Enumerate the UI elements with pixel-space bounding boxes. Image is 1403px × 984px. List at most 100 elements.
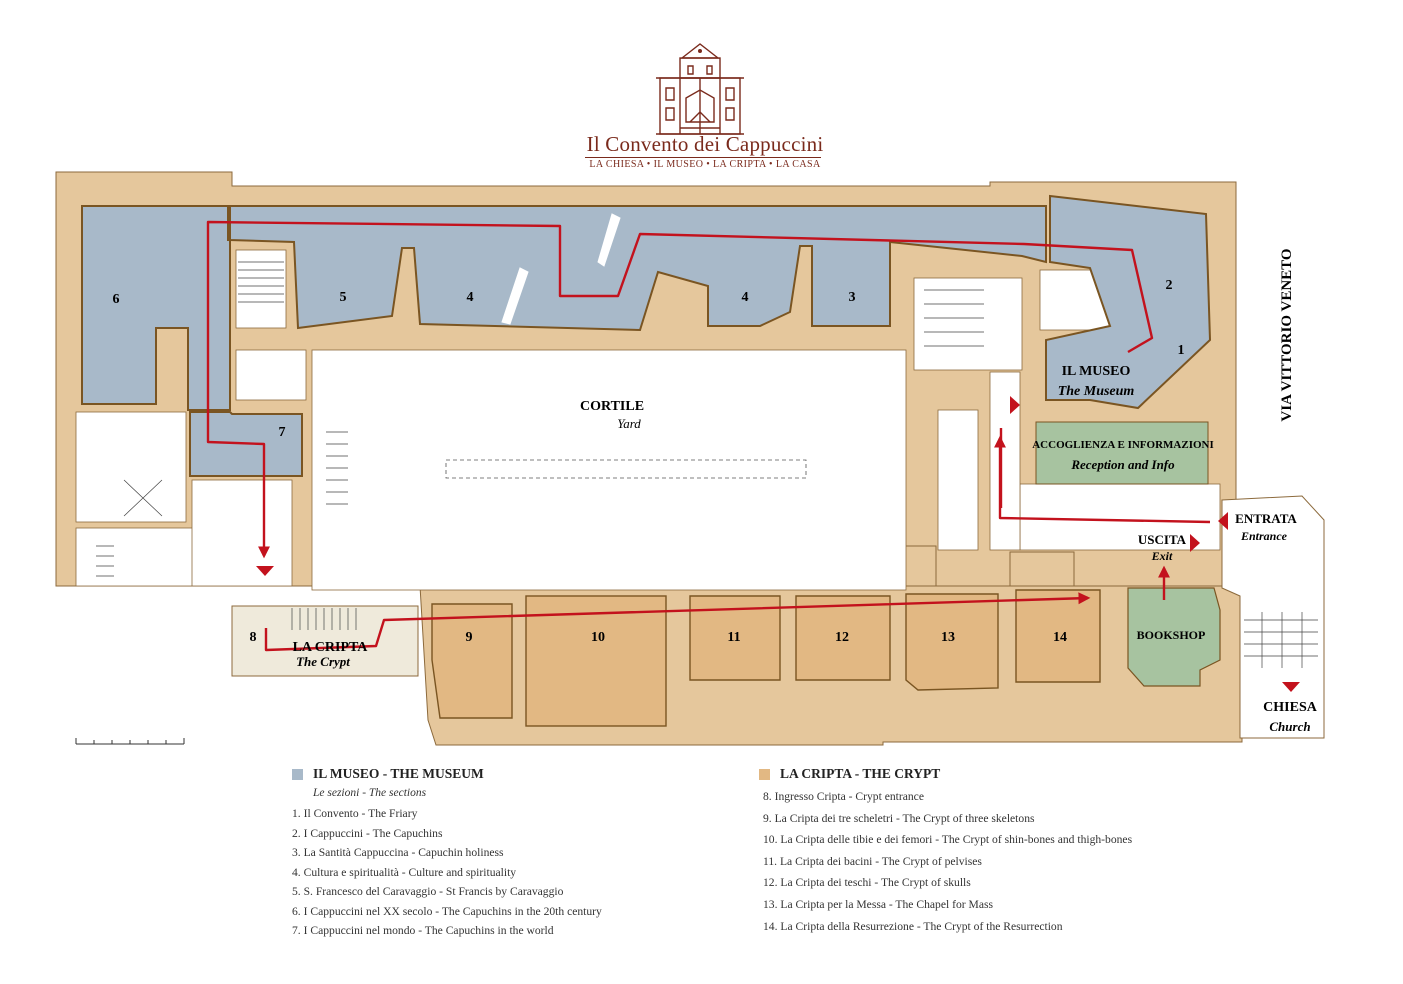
- crypt-room-13: [905, 593, 999, 691]
- legend-item: 11. La Cripta dei bacini - The Crypt of …: [763, 854, 982, 868]
- room-label-1: 1: [1178, 343, 1185, 358]
- room-west-c: [191, 479, 293, 587]
- room-label-4b: 4: [742, 290, 749, 305]
- room-east-b: [937, 409, 979, 551]
- museum-corridor-north: [229, 205, 1047, 332]
- scale-bar: [75, 738, 185, 745]
- marker-museum: [1010, 396, 1020, 414]
- room-north-small: [235, 349, 307, 401]
- room-label-10: 10: [591, 630, 605, 645]
- brand-name: Il Convento dei Cappuccini: [586, 132, 824, 156]
- route-crypt: [264, 592, 1091, 652]
- museo-label: IL MUSEO: [1062, 364, 1131, 379]
- legend-item: 6. I Cappuccini nel XX secolo - The Capu…: [292, 904, 602, 918]
- bookshop-label: BOOKSHOP: [1137, 628, 1206, 642]
- marker-down-crypt: [256, 566, 274, 576]
- route-entrance: [994, 435, 1211, 524]
- crypt-rooms: [431, 589, 1101, 727]
- route-museum-upper: [206, 220, 1154, 559]
- legend-item: 14. La Cripta della Resurrezione - The C…: [763, 919, 1063, 933]
- legend-museum-subtitle: Le sezioni - The sections: [313, 787, 427, 799]
- cortile-label: CORTILE: [580, 399, 644, 414]
- corridor-windows: [501, 213, 621, 325]
- legend-crypt-title: LA CRIPTA - THE CRYPT: [780, 766, 941, 781]
- chiesa-label: CHIESA: [1263, 700, 1318, 715]
- crypt-room-12: [795, 595, 891, 681]
- stairs-north: [238, 261, 284, 303]
- museum-room-6: [81, 205, 231, 411]
- room-label-11: 11: [727, 630, 740, 645]
- marker-exit: [1190, 534, 1200, 552]
- scale-bar-ticks: [75, 738, 185, 744]
- reception-label: Reception and Info: [1070, 457, 1175, 472]
- stairs-east: [924, 289, 984, 347]
- entrata-label: ENTRATA: [1235, 511, 1297, 526]
- legend-item: 5. S. Francesco del Caravaggio - St Fran…: [292, 885, 564, 898]
- crypt-room-14: [1015, 589, 1101, 683]
- brand-rule: [585, 157, 821, 158]
- hall-east-vertical: [989, 371, 1021, 551]
- interior-rooms: [75, 249, 1221, 591]
- room-label-7: 7: [279, 425, 286, 440]
- church-facade-icon: [656, 43, 744, 135]
- stairs-west: [96, 545, 114, 577]
- map-labels: 6 5 4 4 3 2 1 7 8 9 10 11 12 13 14 CORTI…: [113, 248, 1318, 734]
- room-east-a: [913, 277, 1023, 371]
- room-label-14: 14: [1053, 630, 1067, 645]
- legend-item: 4. Cultura e spiritualità - Culture and …: [292, 865, 517, 879]
- legend-item: 1. Il Convento - The Friary: [292, 807, 418, 820]
- bookshop-room: [1127, 587, 1221, 687]
- legend-item: 12. La Cripta dei teschi - The Crypt of …: [763, 876, 971, 890]
- legend-museum-title: IL MUSEO - THE MUSEUM: [313, 766, 484, 781]
- church-label: Church: [1269, 719, 1310, 734]
- stairs-yard: [326, 431, 348, 505]
- cripta-label: LA CRIPTA: [293, 640, 369, 655]
- entrance-porch-wall: [1221, 495, 1325, 739]
- legend-museum-swatch: [292, 769, 303, 780]
- museum-rooms: [81, 194, 1212, 477]
- room-label-8: 8: [250, 630, 257, 645]
- reception-room: [1035, 421, 1209, 485]
- window-white-b: [501, 267, 529, 325]
- legend-item: 3. La Santità Cappuccina - Capuchin holi…: [292, 846, 504, 859]
- street-label: VIA VITTORIO VENETO: [1279, 248, 1295, 421]
- legend-item: 10. La Cripta delle tibie e dei femori -…: [763, 833, 1133, 847]
- room-label-13: 13: [941, 630, 955, 645]
- legend-item: 8. Ingresso Cripta - Crypt entrance: [763, 790, 924, 803]
- room-label-6: 6: [113, 292, 120, 307]
- legend-item: 7. I Cappuccini nel mondo - The Capuchin…: [292, 924, 554, 937]
- legend-item: 13. La Cripta per la Messa - The Chapel …: [763, 897, 993, 911]
- stairwell-north: [235, 249, 287, 329]
- entrance-label: Entrance: [1240, 529, 1288, 543]
- room-west-a: [75, 411, 187, 523]
- legend-crypt-swatch: [759, 769, 770, 780]
- room-label-3: 3: [849, 290, 856, 305]
- crypt-entrance-room: [231, 605, 419, 677]
- window-white-a: [597, 213, 621, 267]
- room-label-12: 12: [835, 630, 849, 645]
- elevator-cross: [123, 479, 163, 517]
- the-museum-label: The Museum: [1058, 384, 1135, 399]
- legend-crypt-list: 8. Ingresso Cripta - Crypt entrance 9. L…: [763, 786, 1132, 937]
- staircases: [96, 261, 1318, 668]
- room-label-4a: 4: [467, 290, 474, 305]
- stairs-crypt-entrance: [291, 608, 357, 630]
- yard-label: Yard: [617, 416, 641, 431]
- room-label-9: 9: [466, 630, 473, 645]
- brand-subtitle: LA CHIESA • IL MUSEO • LA CRIPTA • LA CA…: [589, 159, 821, 170]
- legend-item: 2. I Cappuccini - The Capuchins: [292, 826, 443, 840]
- the-crypt-label: The Crypt: [296, 654, 350, 669]
- room-label-2: 2: [1166, 278, 1173, 293]
- exit-label: Exit: [1151, 549, 1173, 563]
- stairs-church: [1244, 612, 1318, 668]
- visitor-route: [206, 220, 1211, 652]
- crypt-room-11: [689, 595, 781, 681]
- cortile-yard: [311, 349, 907, 591]
- marker-church: [1282, 682, 1300, 692]
- room-label-5: 5: [340, 290, 347, 305]
- legend-museum-list: 1. Il Convento - The Friary 2. I Cappucc…: [292, 804, 602, 941]
- crypt-room-10: [525, 595, 667, 727]
- route-markers: [256, 396, 1300, 692]
